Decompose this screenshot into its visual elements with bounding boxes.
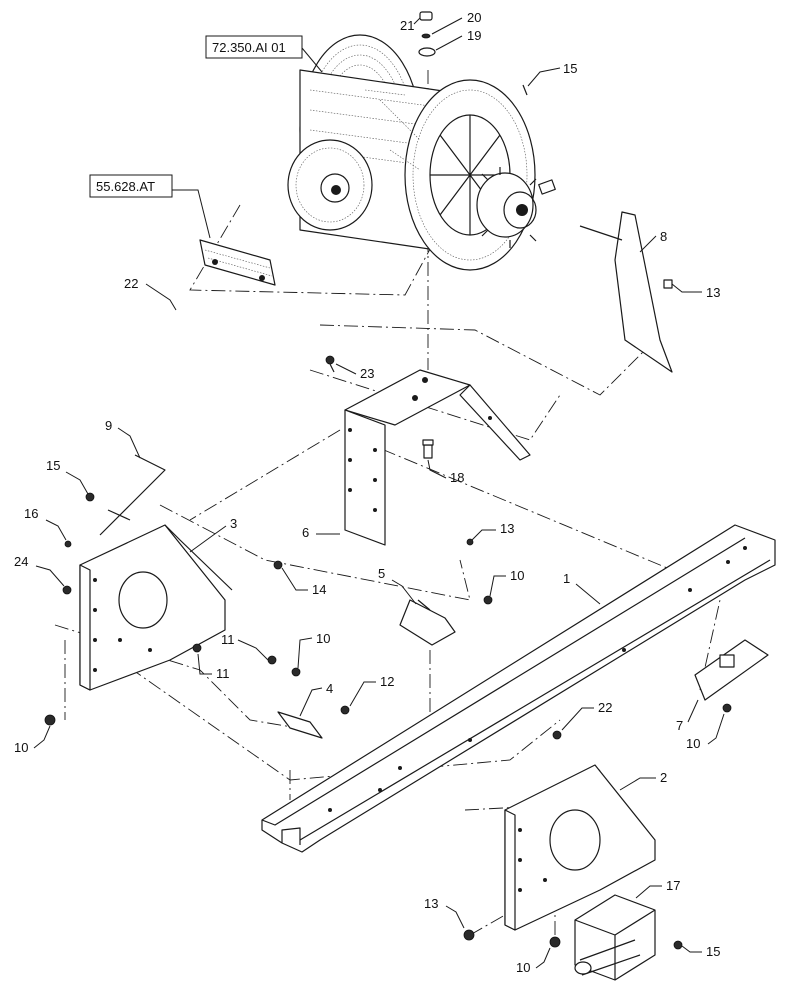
callout-22-left: 22 — [124, 276, 138, 291]
callout-11-left: 11 — [216, 666, 230, 681]
callout-16: 16 — [24, 506, 38, 521]
wheel-assembly — [287, 34, 556, 271]
callout-10-right: 10 — [686, 736, 700, 751]
callout-13-right: 13 — [706, 285, 720, 300]
callout-10-left: 10 — [14, 740, 28, 755]
u-bracket-6 — [344, 369, 531, 546]
rod-9 — [99, 454, 166, 536]
cutter-assembly — [199, 239, 276, 286]
reference-box-cutter[interactable]: 55.628.AT — [89, 174, 173, 198]
callout-4: 4 — [326, 681, 333, 696]
callout-12: 12 — [380, 674, 394, 689]
callout-24: 24 — [14, 554, 28, 569]
callout-15-top: 15 — [563, 61, 577, 76]
callout-11-right: 11 — [221, 632, 235, 647]
callout-17: 17 — [666, 878, 680, 893]
clip-4 — [277, 711, 323, 739]
callout-7: 7 — [676, 718, 683, 733]
reference-box-wheel[interactable]: 72.350.AI 01 — [205, 35, 303, 59]
deflector-plate-8 — [579, 211, 673, 373]
callout-20: 20 — [467, 10, 481, 25]
callout-15-bottom: 15 — [706, 944, 720, 959]
callout-6: 6 — [302, 525, 309, 540]
main-beam-1 — [261, 524, 776, 853]
fasteners-bottom — [463, 929, 683, 950]
callout-8: 8 — [660, 229, 667, 244]
callout-13-bottom: 13 — [424, 896, 438, 911]
callout-18: 18 — [450, 470, 464, 485]
callout-21: 21 — [400, 18, 414, 33]
top-fasteners — [418, 11, 528, 96]
callout-5: 5 — [378, 566, 385, 581]
side-plate-3 — [79, 524, 233, 691]
reference-label-cutter: 55.628.AT — [96, 179, 155, 194]
callout-19: 19 — [467, 28, 481, 43]
callout-9: 9 — [105, 418, 112, 433]
callouts: 21 20 19 15 8 13 22 23 18 9 15 16 24 — [14, 10, 725, 975]
callout-10-upper: 10 — [316, 631, 330, 646]
fasteners-left — [44, 492, 350, 726]
callout-14: 14 — [312, 582, 326, 597]
callout-15-left: 15 — [46, 458, 60, 473]
side-plate-2 — [504, 730, 656, 931]
callout-13-mid: 13 — [500, 521, 514, 536]
callout-23: 23 — [360, 366, 374, 381]
callout-3: 3 — [230, 516, 237, 531]
hitch-17 — [574, 894, 656, 981]
reference-label-wheel: 72.350.AI 01 — [212, 40, 286, 55]
fasteners-18-23 — [325, 355, 434, 459]
callout-10-mid: 10 — [510, 568, 524, 583]
bracket-5 — [399, 538, 493, 646]
callout-1: 1 — [563, 571, 570, 586]
callout-2: 2 — [660, 770, 667, 785]
callout-10-bottom: 10 — [516, 960, 530, 975]
end-bracket-7 — [694, 639, 769, 713]
callout-22-right: 22 — [598, 700, 612, 715]
